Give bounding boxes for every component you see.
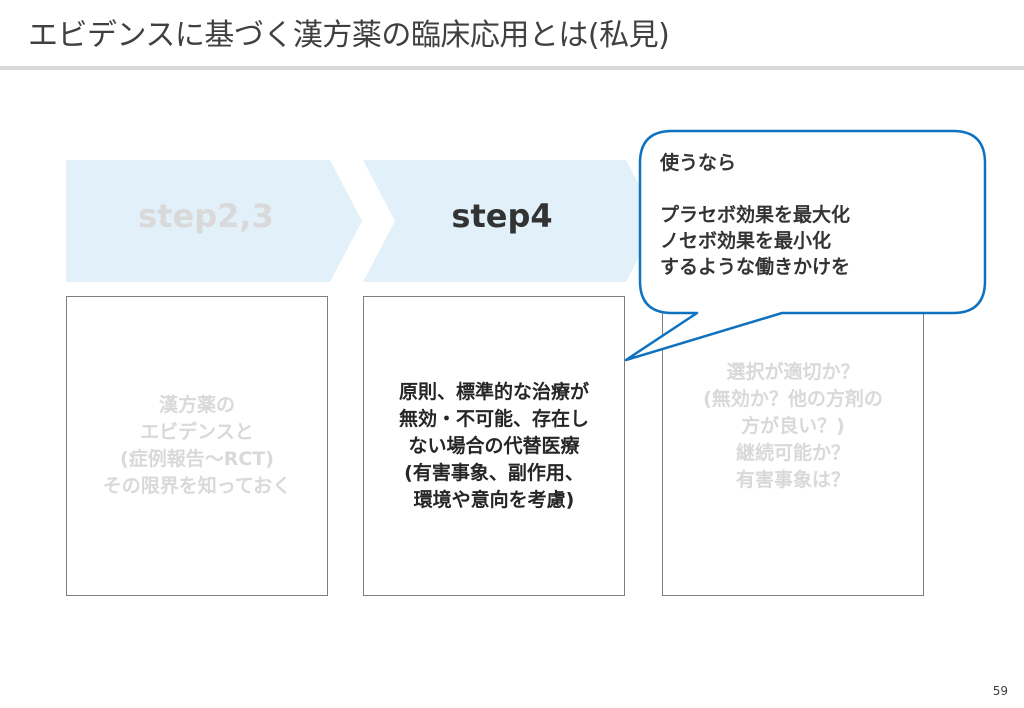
slide-title: エビデンスに基づく漢方薬の臨床応用とは(私見) <box>28 18 670 53</box>
step-box-1: 漢方薬の エビデンスと (症例報告〜RCT) その限界を知っておく <box>66 296 328 596</box>
step-description-3: 選択が適切か？ (無効か？他の方剤の 方が良い？) 継続可能か？ 有害事象は？ <box>703 361 883 491</box>
step-box-3: 選択が適切か？ (無効か？他の方剤の 方が良い？) 継続可能か？ 有害事象は？ <box>662 296 924 596</box>
page-number: 59 <box>992 684 1008 698</box>
step-label-1: step2,3 <box>138 197 274 235</box>
title-divider <box>0 66 1024 70</box>
callout-text: 使うなら プラセボ効果を最大化 ノセボ効果を最小化 するような働きかけを <box>660 152 851 278</box>
step-description-1: 漢方薬の エビデンスと (症例報告〜RCT) その限界を知っておく <box>102 394 292 497</box>
step-label-2: step4 <box>451 197 553 235</box>
step-description-2: 原則、標準的な治療が 無効・不可能、存在し ない場合の代替医療 (有害事象、副作… <box>398 380 589 511</box>
chevron-step-2 <box>363 160 658 282</box>
step-box-2: 原則、標準的な治療が 無効・不可能、存在し ない場合の代替医療 (有害事象、副作… <box>363 296 625 596</box>
chevron-step-1 <box>66 160 362 282</box>
